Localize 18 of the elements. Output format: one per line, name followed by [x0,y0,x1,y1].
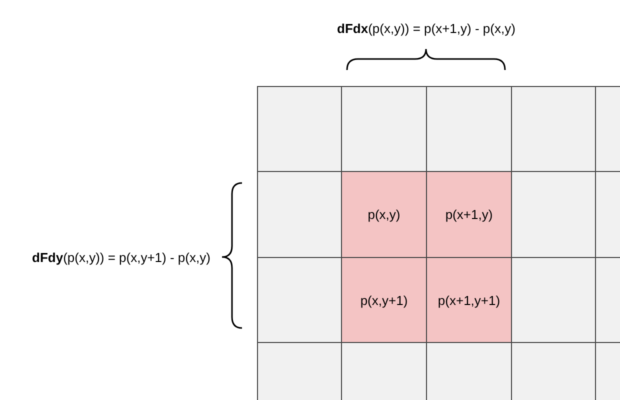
grid-cell [426,86,512,172]
highlighted-grid-cell [341,171,427,258]
formula-label: dFdy(p(x,y)) = p(x,y+1) - p(x,y) [32,250,210,264]
cell-label: p(x+1,y+1) [438,292,500,308]
grid-cell [341,86,427,172]
formula-label: dFdx(p(x,y)) = p(x+1,y) - p(x,y) [337,20,516,36]
grid-cell [257,257,342,343]
grid-cell [511,86,596,172]
highlighted-grid-cell [341,257,427,343]
grid-cell [257,171,342,258]
cell-label: p(x,y+1) [360,292,408,308]
cell-label: p(x,y) [368,207,400,222]
highlighted-grid-cell [426,257,512,343]
grid-cell [257,86,342,172]
grid-cell [511,171,596,258]
highlighted-grid-cell [426,171,512,258]
grid-cell [511,257,596,343]
cell-label: p(x+1,y) [445,207,493,222]
